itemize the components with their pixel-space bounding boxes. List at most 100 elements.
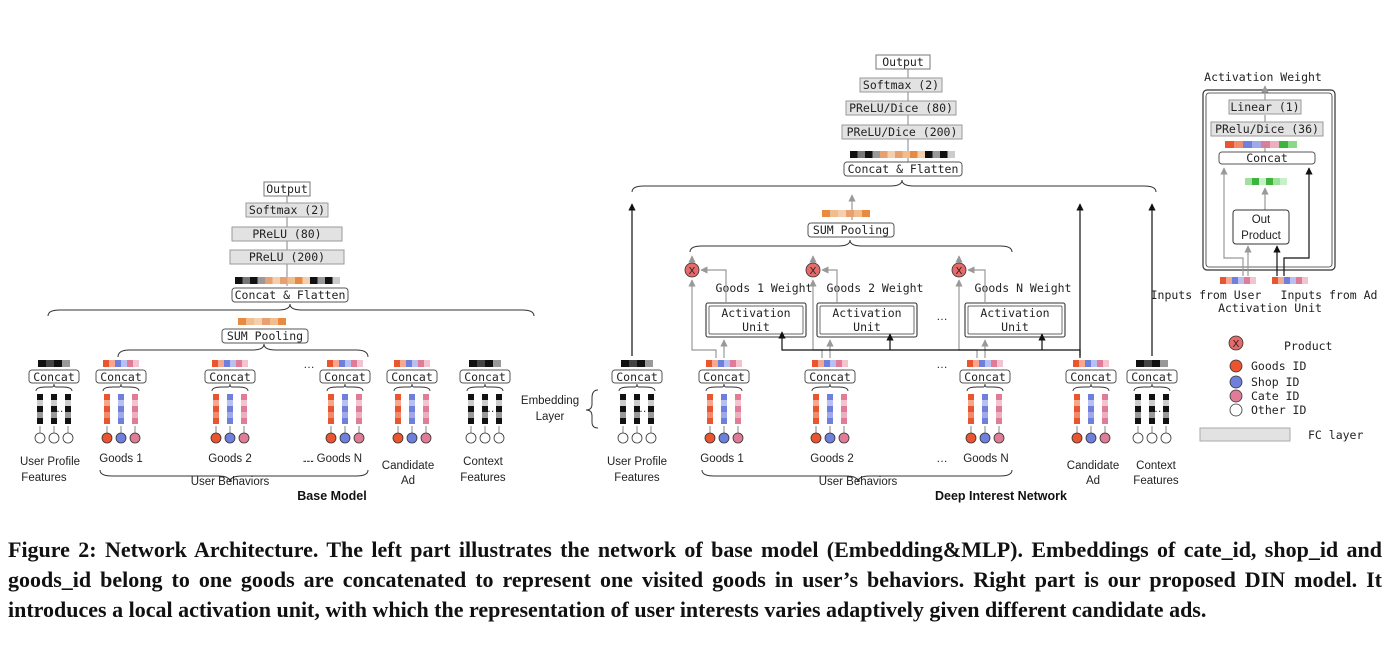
- base-pool-cell: [270, 318, 278, 325]
- din-goods2-top-cell: [830, 360, 836, 367]
- base-candidate-label-2: Ad: [401, 475, 415, 487]
- base-goods1-top-cell: [115, 360, 121, 367]
- din-profile-emb-cell: [648, 394, 654, 400]
- din-goodsN-emb-cell: [968, 394, 974, 400]
- din-goods2-emb-cell: [827, 400, 833, 406]
- base-context-emb-cell: [482, 418, 488, 424]
- base-goodsN-emb-cell: [342, 400, 348, 406]
- base-context-emb-cell: [482, 412, 488, 418]
- au-in-user-cell: [1220, 277, 1226, 284]
- din-pool-cell: [854, 210, 862, 217]
- din-context-emb-cell: [1163, 412, 1169, 418]
- base-goodsN-emb-cell: [356, 412, 362, 418]
- base-concat-flatten-box: [231, 287, 349, 303]
- din-flat-cell: [857, 151, 865, 158]
- din-candidate-id-node: [1099, 432, 1111, 444]
- base-goods1-group: Concat: [95, 360, 147, 444]
- weight-arrow: [967, 266, 986, 303]
- goods-weight-label: Goods 1 Weight: [716, 281, 813, 295]
- base-goods2-id-node: [238, 432, 250, 444]
- base-candidate-concat-box: [386, 369, 438, 384]
- din-candidate-group: Concat: [1065, 360, 1117, 444]
- goods-weight-label: Goods N Weight: [975, 281, 1072, 295]
- din-goods2-concat-label: Concat: [809, 370, 851, 384]
- legend-other-marker: [1229, 403, 1243, 417]
- din-goods1-id-node: [718, 432, 730, 444]
- din-prelu80-layer: [845, 100, 957, 116]
- din-goods2-id-node: [838, 432, 850, 444]
- legend-fc-swatch: [1199, 427, 1291, 442]
- base-pooled-embedding-strip: [238, 318, 286, 325]
- din-goods2-top-cell: [836, 360, 842, 367]
- au-out-cell: [1280, 178, 1287, 185]
- product-x: X: [810, 266, 817, 277]
- din-context-id-node: [1146, 432, 1158, 444]
- din-context-top-cell: [1144, 360, 1152, 367]
- base-goods2-concat-box: [204, 369, 256, 384]
- din-goodsN-top-cell: [991, 360, 997, 367]
- au-out-product-strip: [1245, 178, 1287, 185]
- din-context-emb-cell: [1135, 412, 1141, 418]
- base-candidate-emb-cell: [409, 418, 415, 424]
- base-context-emb-cell: [468, 406, 474, 412]
- activation-unit-label: Activation: [980, 306, 1049, 320]
- base-goods2-id-node: [210, 432, 222, 444]
- base-candidate-group: Concat: [386, 360, 438, 444]
- base-goods2-emb-cell: [213, 406, 219, 412]
- base-profile-emb-cell: [65, 400, 71, 406]
- base-candidate-emb-cell: [409, 406, 415, 412]
- base-sum-pooling-box: [221, 328, 309, 344]
- activation-unit-label: Activation: [721, 306, 790, 320]
- base-context-emb-cell: [496, 400, 502, 406]
- din-candidate-top-cell: [1091, 360, 1097, 367]
- din-goods2-top-cell: [812, 360, 818, 367]
- din-goods2-emb-cell: [841, 406, 847, 412]
- din-profile-top-cell: [621, 360, 629, 367]
- din-goods2-emb-cell: [841, 412, 847, 418]
- din-goods1-emb-cell: [735, 394, 741, 400]
- din-goodsN-emb-cell: [996, 400, 1002, 406]
- base-context-emb-cell: [468, 394, 474, 400]
- base-pool-cell: [254, 318, 262, 325]
- din-pool-cell: [838, 210, 846, 217]
- base-profile-id-node: [62, 432, 74, 444]
- base-candidate-id-node: [392, 432, 404, 444]
- base-context-id-node: [493, 432, 505, 444]
- din-profile-concat-box: [611, 369, 663, 384]
- din-candidate-emb-cell: [1088, 412, 1094, 418]
- base-pool-cell: [262, 318, 270, 325]
- base-goods2-id-node: [224, 432, 236, 444]
- base-goodsN-top-cell: [351, 360, 357, 367]
- base-goods2-emb-cell: [227, 406, 233, 412]
- base-goods1-concat-box: [95, 369, 147, 384]
- din-goods1-label: Goods 1: [700, 453, 743, 465]
- base-candidate-brace: [393, 383, 431, 392]
- base-goodsN-concat-box: [319, 369, 371, 384]
- din-goods2-brace: [811, 383, 849, 392]
- base-candidate-emb-cell: [395, 400, 401, 406]
- base-goods1-emb-cell: [104, 400, 110, 406]
- base-profile-emb-cell: [65, 394, 71, 400]
- base-goods2-top-cell: [242, 360, 248, 367]
- base-goodsN-emb-cell: [356, 400, 362, 406]
- din-flat-cell: [925, 151, 933, 158]
- base-flat-cell: [280, 277, 288, 284]
- base-context-emb-cell: [496, 406, 502, 412]
- din-candidate-emb-cell: [1088, 400, 1094, 406]
- au-product-label: Product: [1241, 230, 1281, 242]
- base-goods1-emb-cell: [118, 394, 124, 400]
- din-context-top-cell: [1136, 360, 1144, 367]
- legend-other-label: Other ID: [1251, 403, 1306, 417]
- din-goods1-group: Concat: [698, 360, 750, 444]
- base-goods2-emb-cell: [241, 400, 247, 406]
- au-concat-strip: [1225, 141, 1297, 148]
- base-context-top-cell: [493, 360, 501, 367]
- din-prelu200-label: PReLU/Dice (200): [847, 125, 958, 139]
- base-goodsN-emb-cell: [328, 394, 334, 400]
- din-candidate-label: Candidate: [1067, 460, 1119, 472]
- din-context-concat-box: [1126, 369, 1178, 384]
- din-profile-emb-cell: [634, 400, 640, 406]
- din-goodsN-emb-cell: [968, 418, 974, 424]
- base-sum-pooling-label: SUM Pooling: [227, 329, 303, 343]
